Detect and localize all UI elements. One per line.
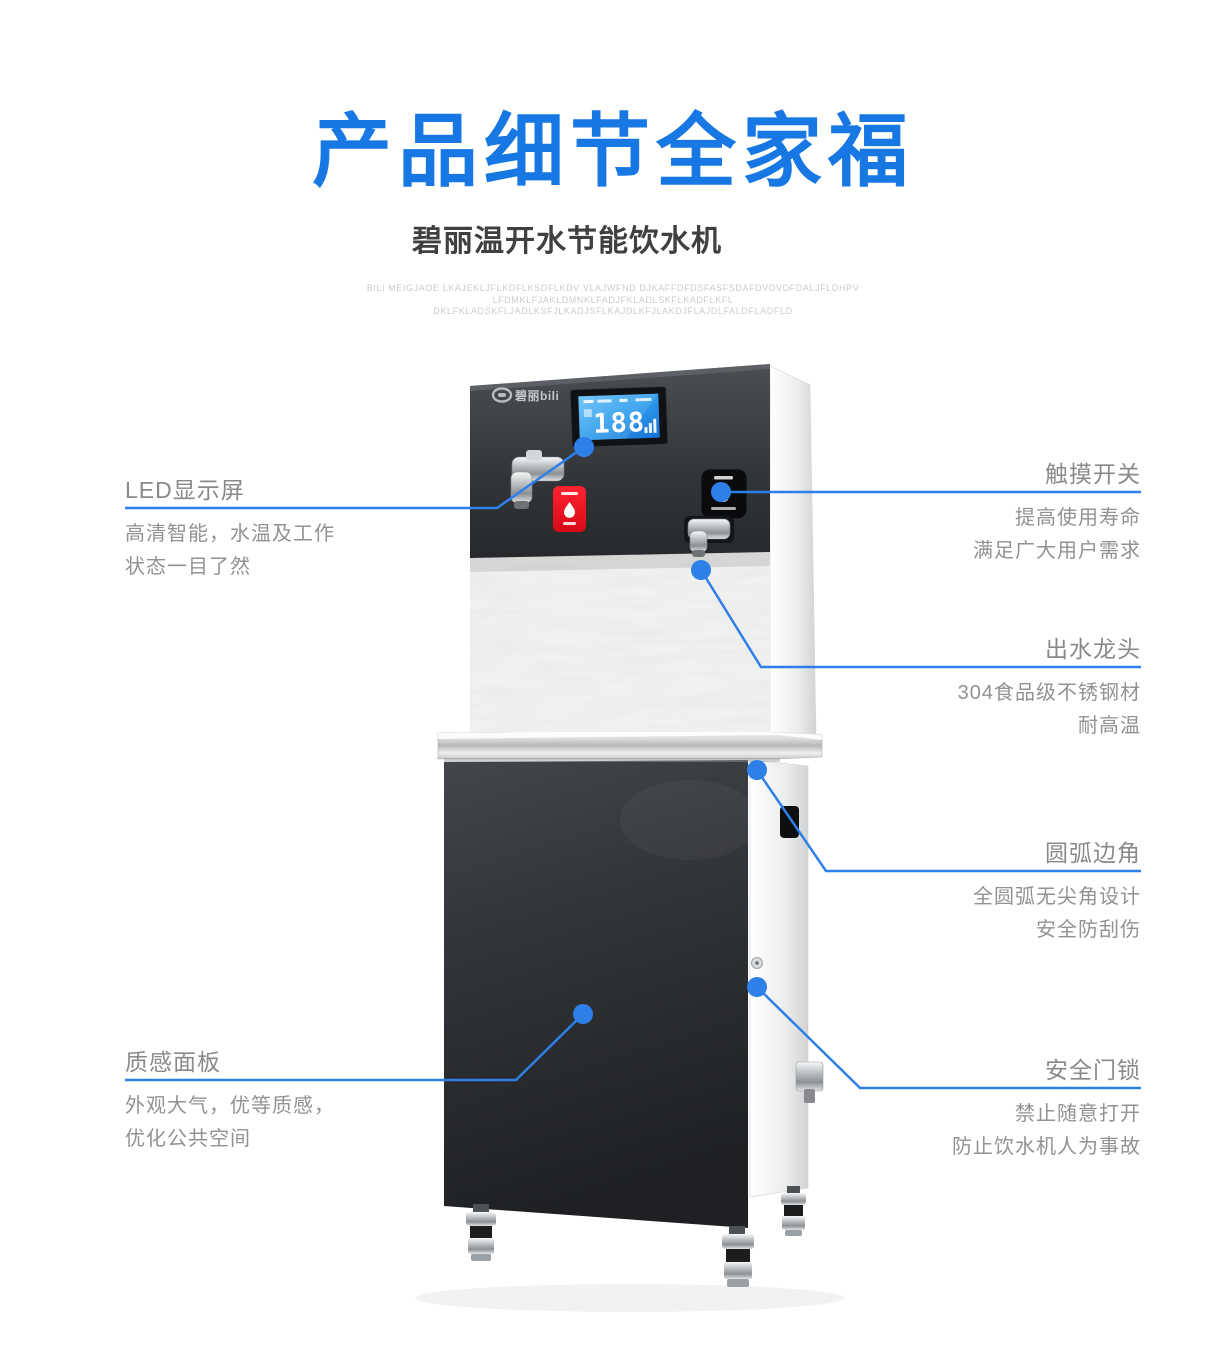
ground-shadow — [415, 1284, 845, 1312]
callout-title: 安全门锁 — [1045, 1057, 1141, 1083]
fineprint-block: BILI MEIGJAOE LKAJEKLJFLKDFLKSDFLKDV VLA… — [0, 283, 1226, 318]
callout-connectors — [125, 445, 1141, 1090]
hot-water-button — [553, 486, 586, 532]
lower-cabinet — [444, 759, 824, 1228]
callout-line-panel — [125, 1013, 584, 1082]
callout-desc-line: 安全防刮伤 — [1036, 919, 1141, 941]
led-display: 188 — [569, 385, 669, 449]
callout-dot-faucet — [691, 560, 711, 580]
foot — [781, 1186, 806, 1236]
callout-desc-line: 防止饮水机人为事故 — [952, 1136, 1141, 1158]
middle-texture-panel — [470, 550, 770, 732]
callout-touch-switch: 触摸开关 提高使用寿命 满足广大用户需求 — [973, 456, 1141, 568]
callout-dot-corner — [747, 760, 767, 780]
callout-line-lock — [756, 986, 1141, 1090]
fineprint-line: DKLFKLADSKFLJADLKSFJLKADJSFLKAJDLKFJLAKD… — [433, 306, 793, 316]
callout-line-faucet — [699, 569, 1141, 669]
callout-title: 圆弧边角 — [1045, 840, 1141, 866]
head-panel — [470, 364, 770, 558]
callout-desc-line: 优化公共空间 — [125, 1128, 251, 1150]
callout-dot-lock — [747, 977, 767, 997]
callout-dot-led — [574, 437, 594, 457]
countertop — [437, 728, 823, 762]
callout-desc-line: 禁止随意打开 — [1015, 1103, 1141, 1125]
cabinet-side-panel — [749, 759, 809, 1198]
callout-title: LED显示屏 — [125, 477, 245, 503]
foot — [722, 1226, 754, 1287]
upper-side-column — [769, 365, 817, 735]
callout-title: 出水龙头 — [1045, 636, 1141, 662]
callout-safety-lock: 安全门锁 禁止随意打开 防止饮水机人为事故 — [952, 1052, 1141, 1164]
callout-line-led — [125, 445, 585, 510]
page-subtitle: 碧丽温开水节能饮水机 — [412, 225, 722, 258]
callout-water-faucet: 出水龙头 304食品级不锈钢材 耐高温 — [958, 631, 1141, 743]
callout-dots — [573, 437, 767, 1024]
callout-dot-panel — [573, 1004, 593, 1024]
callout-led-display: LED显示屏 高清智能，水温及工作 状态一目了然 — [125, 472, 335, 584]
callout-desc-line: 提高使用寿命 — [1015, 507, 1141, 529]
callout-desc-line: 高清智能，水温及工作 — [125, 523, 335, 545]
fineprint-line: BILI MEIGJAOE LKAJEKLJFLKDFLKSDFLKDV VLA… — [366, 283, 860, 293]
cabinet-door — [444, 760, 748, 1228]
drain-valve — [795, 1061, 824, 1103]
callout-dot-touch — [711, 482, 731, 502]
callout-desc-line: 满足广大用户需求 — [973, 540, 1141, 562]
display-value: 188 — [593, 407, 646, 440]
callout-desc-line: 外观大气，优等质感， — [125, 1095, 335, 1117]
fineprint-line: LFDMKLFJAKLDMNKLFADJFKLADLSKFLKADFLKFL — [492, 294, 734, 305]
callout-title: 质感面板 — [125, 1049, 221, 1075]
callout-desc-line: 耐高温 — [1078, 715, 1141, 737]
page-title: 产品细节全家福 — [312, 107, 914, 196]
callout-rounded-corner: 圆弧边角 全圆弧无尖角设计 安全防刮伤 — [973, 835, 1141, 947]
faucet-right — [684, 516, 734, 557]
callout-texture-panel: 质感面板 外观大气，优等质感， 优化公共空间 — [125, 1044, 335, 1156]
foot — [466, 1204, 496, 1261]
brand-logo-text: 碧丽bili — [514, 388, 559, 403]
callout-desc-line: 全圆弧无尖角设计 — [973, 886, 1141, 908]
callout-line-corner — [755, 769, 1141, 873]
handle-slot — [780, 806, 799, 838]
callout-desc-line: 状态一目了然 — [125, 556, 251, 578]
upper-unit: 碧丽bili 188 — [470, 364, 817, 735]
callout-title: 触摸开关 — [1045, 461, 1141, 487]
brand-logo: 碧丽bili — [491, 387, 559, 403]
feet — [466, 1186, 806, 1287]
callout-desc-line: 304食品级不锈钢材 — [957, 682, 1141, 704]
